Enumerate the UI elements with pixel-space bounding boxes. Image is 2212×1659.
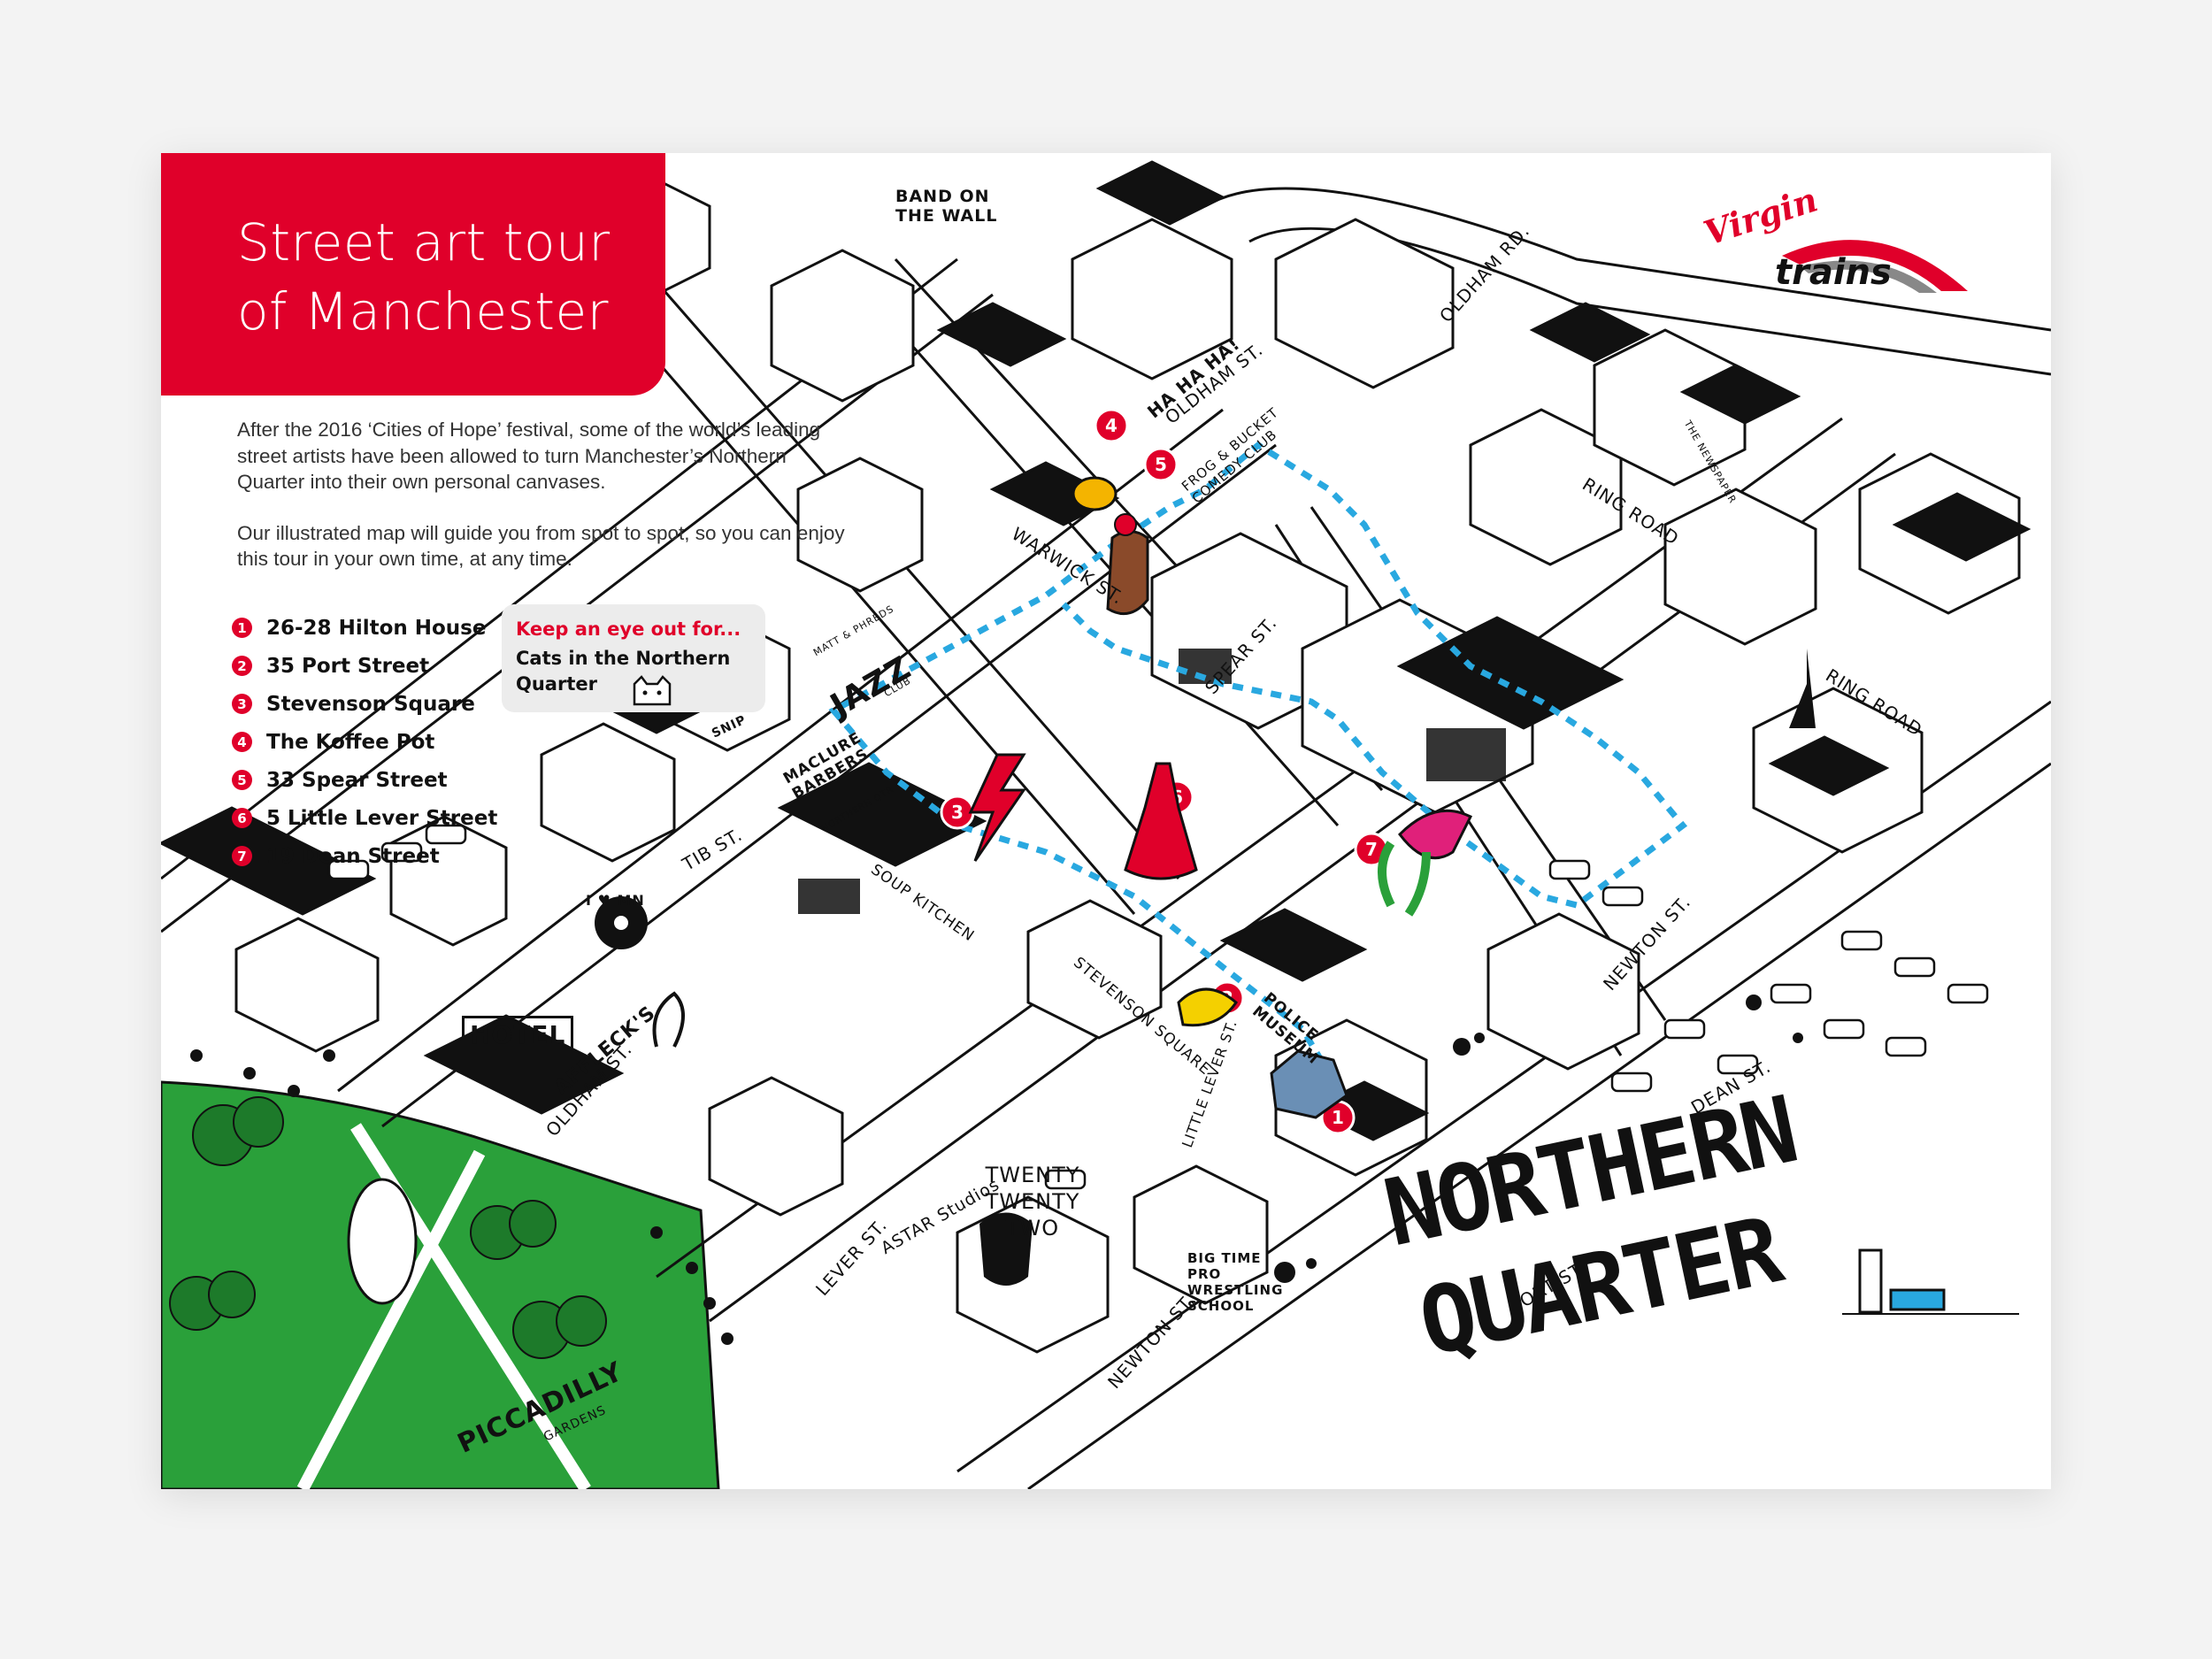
route-marker-4 [1094,408,1129,443]
virgin-trains-logo: Virgin trains [1699,179,1977,311]
page-title-line: Street art tour [237,212,611,273]
lightning-bolt-icon [968,753,1026,862]
list-item: 7 19 Dean Street [232,837,497,875]
intro-text: After the 2016 ‘Cities of Hope’ festival… [237,417,856,597]
stop-label: 5 Little Lever Street [266,806,498,830]
red-dress-icon [1124,762,1198,880]
stop-number: 6 [232,808,252,828]
piccadilly-gardens [161,1080,720,1489]
list-item: 3 Stevenson Square [232,685,497,723]
list-item: 5 33 Spear Street [232,761,497,799]
route-number: 1 [1332,1107,1344,1128]
stop-number: 2 [232,656,252,676]
route-number: 5 [1155,454,1167,475]
logo-trains-text: trains [1775,252,1892,293]
page-title: Street art tour of Manchester [237,208,611,346]
place-twenty-twenty-two: TWENTY TWENTY TWO [985,1163,1080,1240]
intro-paragraph: Our illustrated map will guide you from … [237,521,845,571]
stop-number: 1 [232,618,252,638]
list-item: 1 26-28 Hilton House [232,609,497,647]
stop-number: 7 [232,846,252,866]
lookout-heading: Keep an eye out for... [516,618,741,640]
treble-clef-icon [652,991,685,1048]
list-item: 6 5 Little Lever Street [232,799,497,837]
high-heel-icon [1789,649,1816,728]
blue-tit-icon [1177,987,1238,1027]
logo-swoosh-icon [1782,240,1968,293]
page-title-line: of Manchester [237,281,610,342]
paw-prints-icon [190,1049,733,1345]
stops-list: 1 26-28 Hilton House 2 35 Port Street 3 Ste… [232,609,497,875]
tour-route [828,441,1688,1118]
stop-label: 35 Port Street [266,654,430,678]
route-number: 3 [951,802,964,823]
rock-icon [1270,1049,1348,1119]
bee-icon [1071,476,1118,511]
place-big-time-wrestling: BIG TIME PRO WRESTLING SCHOOL [1187,1250,1284,1314]
intro-paragraph: After the 2016 ‘Cities of Hope’ festival… [237,419,821,493]
route-number: 7 [1365,839,1378,860]
stop-label: The Koffee Pot [266,730,435,754]
street-map: 1 2 3 4 5 6 7 [161,160,2051,1489]
stop-number: 4 [232,732,252,752]
place-hotel: HOTEL [462,1016,574,1054]
cat-icon [633,675,672,706]
wrestling-mask-icon [979,1212,1033,1286]
stop-label: 33 Spear Street [266,768,448,792]
list-item: 4 The Koffee Pot [232,723,497,761]
map-card: 1 2 3 4 5 6 7 [161,153,2051,1489]
stop-label: 19 Dean Street [266,844,440,868]
list-item: 2 35 Port Street [232,647,497,685]
ink-splatter-icon [1274,995,1803,1283]
spray-can-icon [1858,1248,1883,1314]
place-tshirt: I ♥ MN [586,892,645,909]
cars [327,824,1989,1190]
route-marker-5 [1143,447,1179,482]
bird-icon [1398,809,1473,860]
place-band-on-the-wall: BAND ON THE WALL [895,187,998,226]
stop-label: Stevenson Square [266,692,475,716]
route-number: 4 [1105,415,1118,436]
stop-label: 26-28 Hilton House [266,616,487,640]
lookout-callout: Keep an eye out for... Cats in the North… [502,604,765,712]
lookout-body: Cats in the Northern Quarter [516,648,731,695]
stop-number: 3 [232,694,252,714]
stop-number: 5 [232,770,252,790]
title-panel: Street art tour of Manchester [161,153,665,396]
